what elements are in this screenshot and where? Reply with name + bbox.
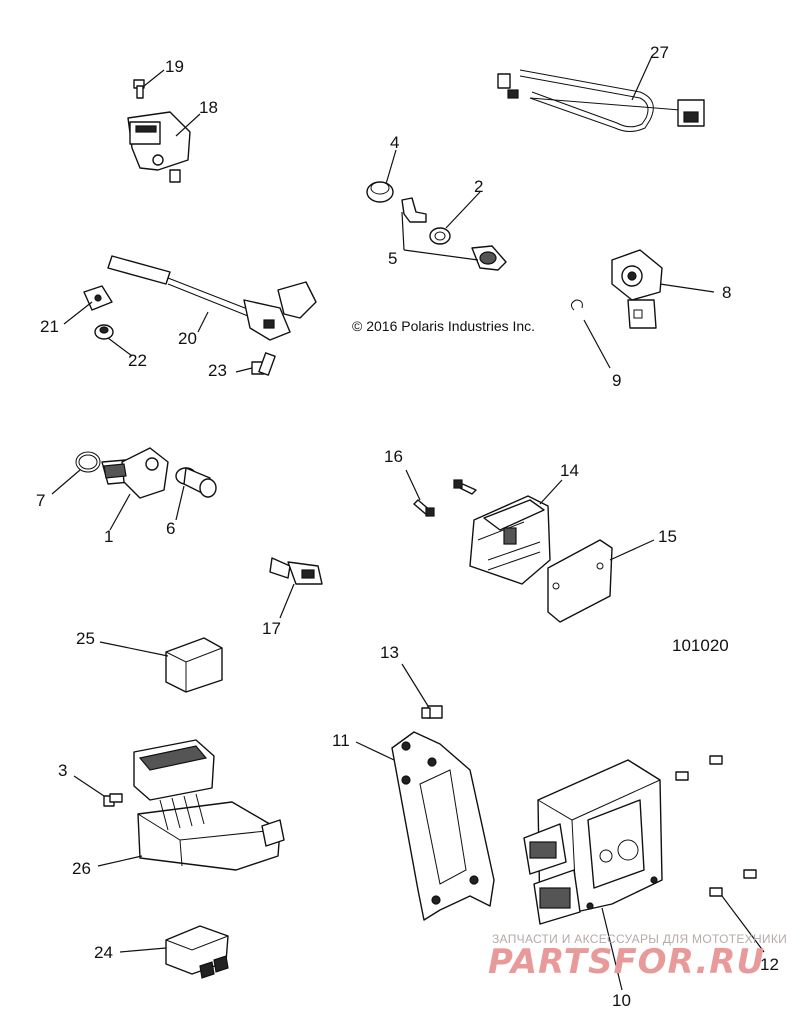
callout-13: 13 [380, 643, 399, 662]
callout-11: 11 [332, 731, 350, 750]
part-22-grommet [94, 324, 114, 340]
callout-8: 8 [722, 283, 731, 302]
callout-2: 2 [474, 177, 483, 196]
callout-27: 27 [650, 43, 669, 62]
callout-6: 6 [166, 519, 175, 538]
part-5-clip [401, 197, 427, 223]
callout-26: 26 [72, 859, 91, 878]
callout-3: 3 [58, 761, 67, 780]
callout-4: 4 [390, 133, 399, 152]
part-25-relay [165, 637, 223, 693]
part-3-screw [103, 793, 123, 807]
part-9-clip [570, 299, 583, 311]
callout-1: 1 [104, 527, 113, 546]
callout-25: 25 [76, 629, 95, 648]
leader-lines [51, 55, 765, 991]
part-11-bracket-plate [391, 731, 495, 921]
callout-10: 10 [612, 991, 631, 1010]
part-7-oring [75, 451, 101, 473]
part-23-screw [251, 352, 276, 376]
part-16-screws [413, 479, 477, 517]
part-10-ecu [523, 759, 663, 925]
part-24-switch [165, 925, 229, 979]
part-17-temp-sensor [269, 557, 323, 585]
callout-17: 17 [262, 619, 281, 638]
watermark-tagline: ЗАПЧАСТИ И АКСЕССУАРЫ ДЛЯ МОТОТЕХНИКИ [492, 932, 788, 946]
callout-18: 18 [199, 98, 218, 117]
part-14-module-bracket [469, 495, 551, 585]
part-15-gasket [547, 539, 613, 623]
part-2-washer [429, 227, 451, 245]
callout-21: 21 [40, 317, 59, 336]
part-8-knock-sensor [611, 249, 663, 329]
part-13-screw [421, 705, 443, 719]
callout-12: 12 [760, 955, 779, 974]
callout-16: 16 [384, 447, 403, 466]
part-4-cap [366, 181, 394, 203]
callout-22: 22 [128, 351, 147, 370]
part-19-bolt [133, 79, 145, 99]
copyright-text: © 2016 Polaris Industries Inc. [352, 318, 536, 334]
callout-14: 14 [560, 461, 579, 480]
callout-23: 23 [208, 361, 227, 380]
callout-20: 20 [178, 329, 197, 348]
callout-5: 5 [388, 249, 397, 268]
part-21-bracket [83, 285, 113, 311]
part-5-sensor [471, 245, 507, 271]
callout-19: 19 [165, 57, 184, 76]
part-18-map-sensor [127, 111, 191, 183]
callout-15: 15 [658, 527, 677, 546]
drawing-number: 101020 [672, 636, 729, 655]
callout-7: 7 [36, 491, 45, 510]
callout-labels: 19 18 27 4 2 5 8 9 21 20 22 23 7 1 6 16 … [36, 43, 779, 1010]
part-1-speed-sensor [101, 447, 169, 499]
callout-9: 9 [612, 371, 621, 390]
callout-24: 24 [94, 943, 113, 962]
part-12-screws [675, 755, 757, 897]
part-20-sensor [107, 255, 317, 341]
part-26-regulator [133, 739, 285, 871]
part-27-harness [497, 69, 705, 132]
watermark-logo: PARTSFOR.RU [488, 942, 766, 982]
part-6-spacer [175, 467, 217, 498]
